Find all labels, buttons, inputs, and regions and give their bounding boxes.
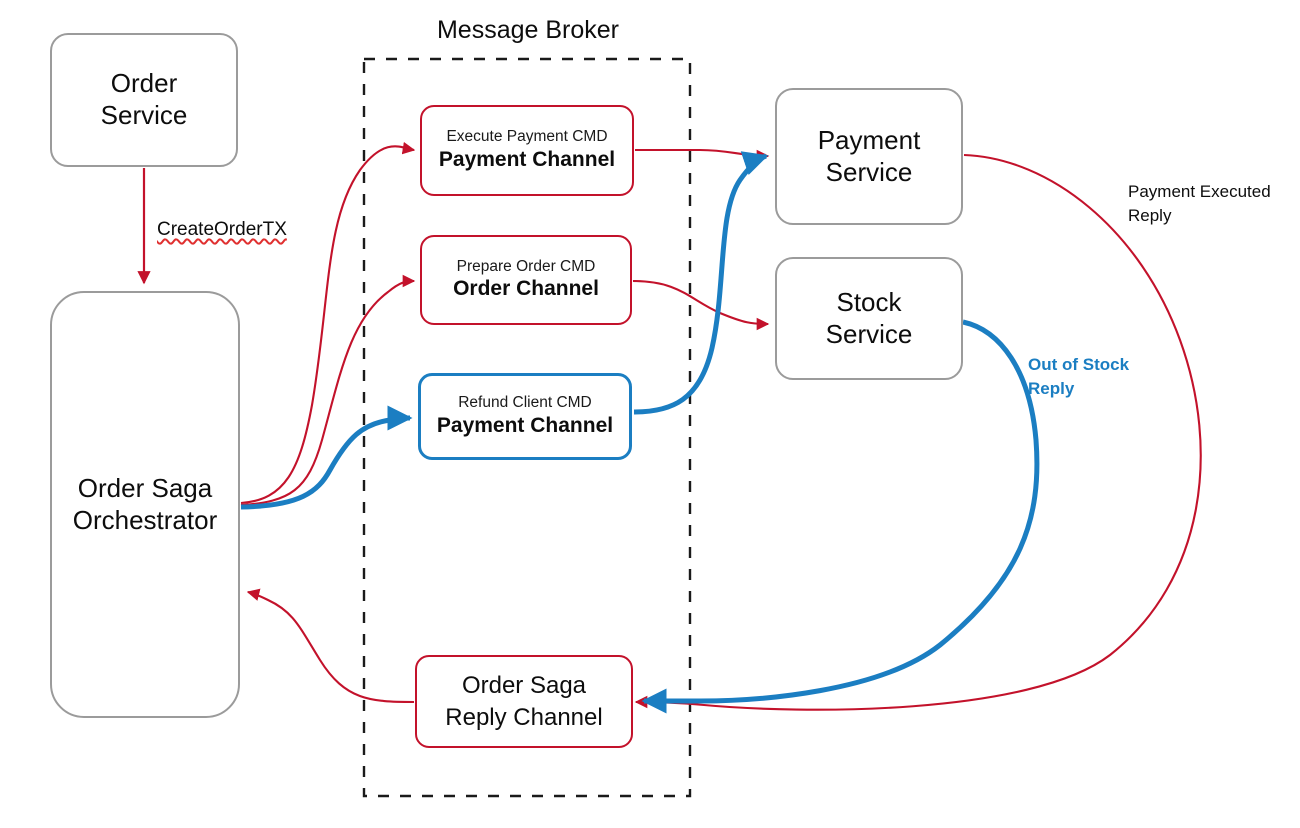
out-of-stock-reply-line1: Out of Stock [1028, 355, 1130, 374]
create-order-tx-label: CreateOrderTX [157, 219, 287, 240]
order-service-label-line2: Service [100, 100, 188, 130]
prepare-order-channel-title: Order Channel [453, 277, 599, 301]
order-saga-reply-channel-node[interactable]: Order Saga Reply Channel [415, 655, 633, 748]
edge-orchestrator-to-prepare-order [240, 274, 416, 507]
order-saga-orchestrator-node[interactable]: Order Saga Orchestrator [50, 291, 240, 718]
order-service-node[interactable]: Order Service [50, 33, 238, 167]
execute-payment-channel-title: Payment Channel [438, 147, 616, 171]
orchestrator-label-line2: Orchestrator [72, 504, 218, 535]
out-of-stock-reply-line2: Reply [1028, 378, 1075, 398]
refund-client-channel-node[interactable]: Refund Client CMD Payment Channel [418, 373, 632, 460]
order-saga-reply-channel-line2: Reply Channel [445, 703, 603, 731]
payment-service-label-line1: Payment [817, 124, 921, 155]
edge-payment-executed-reply [634, 153, 1202, 711]
edge-refund-client-to-payment-service [633, 151, 769, 415]
message-broker-caption: Message Broker [436, 16, 620, 44]
orchestrator-label-line1: Order Saga [77, 472, 213, 503]
stock-service-label-line1: Stock [836, 286, 902, 317]
prepare-order-channel-node[interactable]: Prepare Order CMD Order Channel [420, 235, 632, 325]
out-of-stock-reply-label: Out of Stock Reply [1028, 353, 1129, 401]
edge-prepare-order-to-stock-service [632, 279, 770, 331]
stock-service-label-line2: Service [825, 318, 913, 349]
payment-executed-reply-line2: Reply [1128, 205, 1172, 225]
execute-payment-channel-subtitle: Execute Payment CMD [446, 128, 608, 146]
edge-reply-channel-to-orchestrator [246, 588, 415, 704]
order-service-label-line1: Order [110, 68, 178, 99]
edge-orchestrator-to-execute-payment [240, 141, 416, 505]
payment-service-node[interactable]: Payment Service [775, 88, 963, 225]
payment-service-label-line2: Service [825, 156, 913, 187]
refund-client-channel-title: Payment Channel [436, 413, 614, 437]
refund-client-channel-subtitle: Refund Client CMD [458, 394, 592, 412]
order-saga-reply-channel-line1: Order Saga [461, 672, 587, 700]
stock-service-node[interactable]: Stock Service [775, 257, 963, 380]
edge-execute-payment-to-payment-service [635, 148, 770, 163]
execute-payment-channel-node[interactable]: Execute Payment CMD Payment Channel [420, 105, 634, 196]
payment-executed-reply-line1: Payment Executed [1128, 182, 1271, 201]
prepare-order-channel-subtitle: Prepare Order CMD [456, 257, 596, 275]
payment-executed-reply-label: Payment Executed Reply [1128, 180, 1271, 228]
edge-orchestrator-to-refund-client [240, 405, 413, 510]
